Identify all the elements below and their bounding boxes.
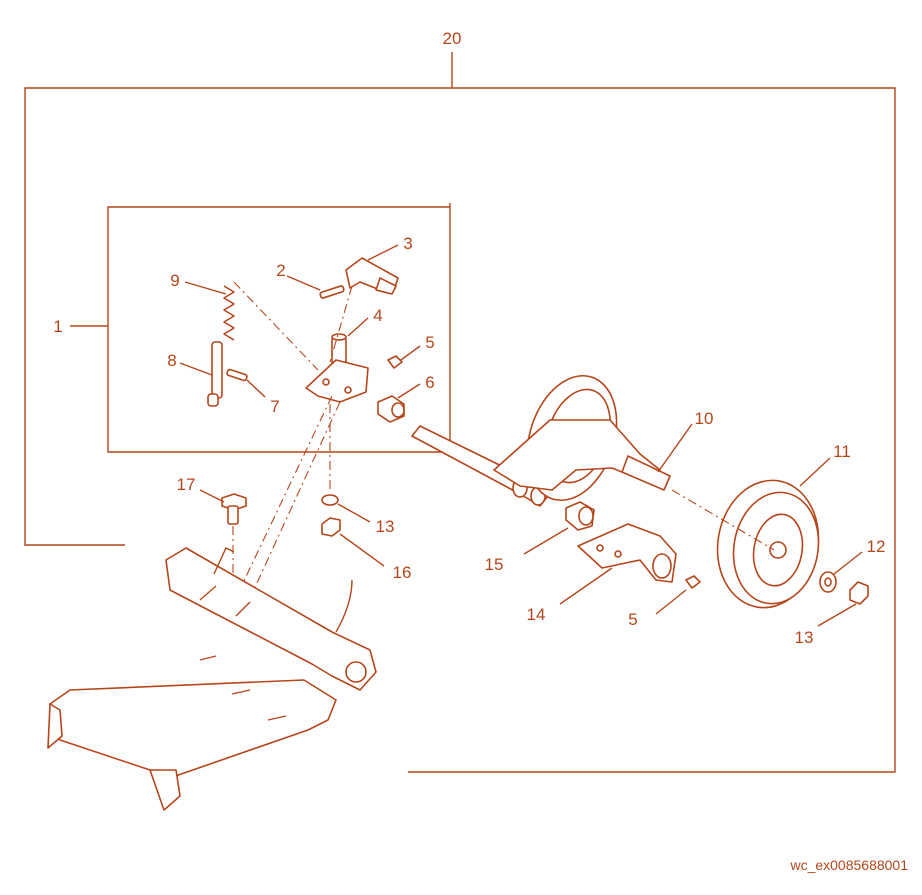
mount-bracket-part-14 [559, 523, 677, 605]
callout-6: 6 [425, 373, 434, 392]
callout-17: 17 [177, 475, 196, 494]
nut-part-16 [321, 517, 385, 567]
nut-part-13-right [817, 581, 869, 627]
callout-13-right: 13 [795, 628, 814, 647]
spacer-part-6 [377, 383, 421, 423]
screw-part-5-lower [655, 575, 701, 615]
callout-5-lower: 5 [628, 610, 637, 629]
sleeve-part-15 [523, 501, 595, 555]
wheel-part-11 [671, 457, 831, 609]
pin-part-7 [226, 368, 266, 398]
callout-9: 9 [170, 271, 179, 290]
callout-16: 16 [393, 563, 412, 582]
callout-5-upper: 5 [425, 333, 434, 352]
wheel-arm-part-10 [493, 374, 693, 502]
assembly-frame-20 [24, 52, 896, 773]
spring-part-9 [184, 281, 235, 341]
assembly-guide-lines [231, 281, 353, 621]
callout-20: 20 [443, 29, 462, 48]
callout-1: 1 [53, 317, 62, 336]
washer-part-12 [819, 551, 863, 593]
washer-part-13-center [321, 404, 371, 523]
callout-8: 8 [167, 351, 176, 370]
screw-part-5-upper [387, 345, 421, 369]
callout-7: 7 [270, 397, 279, 416]
drawing-code: wc_ex0085688001 [790, 857, 908, 873]
callout-labels: 20 1 2 3 4 5 6 7 8 9 10 11 12 13 13 14 1… [53, 29, 885, 647]
callout-3: 3 [403, 234, 412, 253]
callout-11: 11 [833, 442, 851, 461]
machine-base-frame [47, 547, 377, 811]
callout-15: 15 [485, 555, 504, 574]
callout-12: 12 [867, 537, 886, 556]
assembly-frame-1 [70, 203, 451, 453]
callout-4: 4 [373, 306, 382, 325]
callout-14: 14 [527, 605, 546, 624]
callout-2: 2 [276, 261, 285, 280]
handle-part-3 [345, 244, 399, 295]
pin-part-2 [286, 275, 345, 299]
rod-part-8 [179, 341, 223, 407]
callout-10: 10 [695, 409, 714, 428]
callout-13-center: 13 [376, 517, 395, 536]
bracket-plate [305, 359, 369, 403]
